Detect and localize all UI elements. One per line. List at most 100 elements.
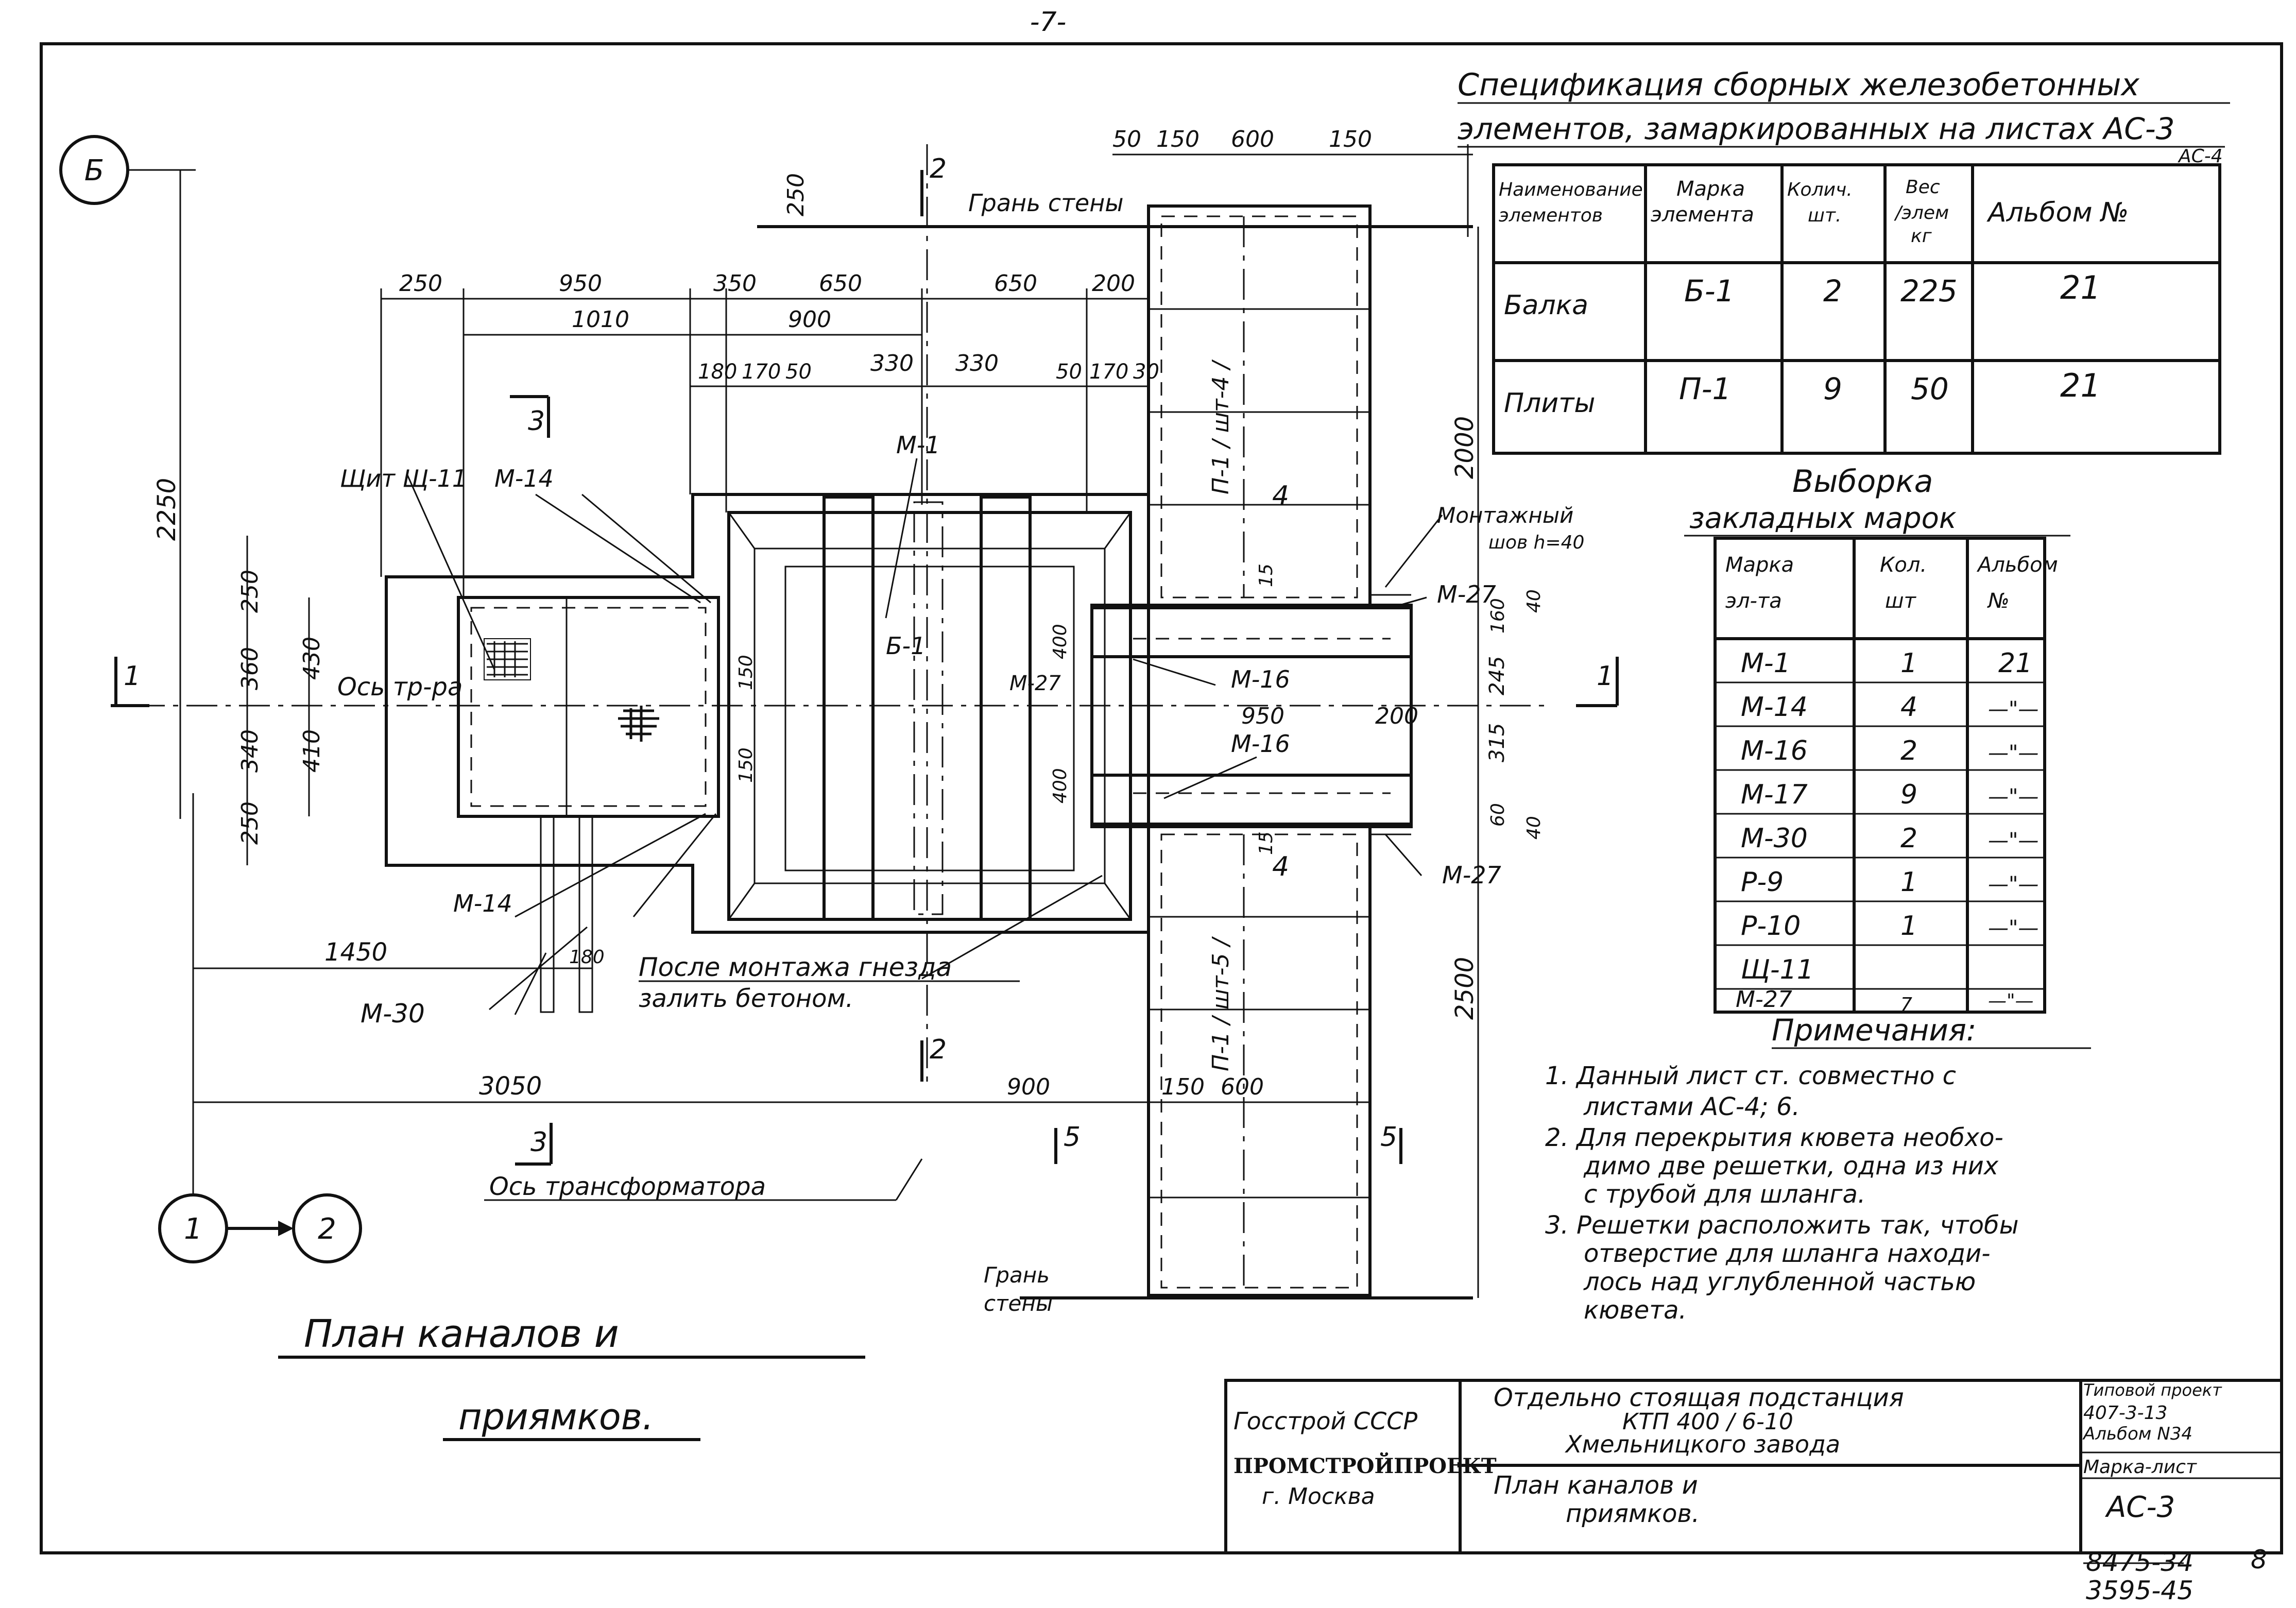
archive-stamp: 8475-34 8 3595-45 — [2083, 1545, 2267, 1605]
dim: 200 — [1375, 703, 1418, 729]
selection-cell-qty: 2 — [1900, 823, 1917, 854]
axis-1-label: 1 — [184, 1212, 202, 1246]
dim: 150 — [1329, 126, 1372, 152]
dim: 3050 — [479, 1072, 542, 1101]
sheet-code: АС-3 — [2105, 1491, 2175, 1524]
dim: 350 — [713, 270, 757, 297]
section-markers — [111, 170, 1619, 1166]
label-wall-face-top: Грань стены — [968, 189, 1124, 217]
dim: 360 — [237, 647, 263, 690]
label-section-4-top: 4 — [1272, 481, 1289, 511]
notes-line: листами АС-4; 6. — [1583, 1092, 1800, 1121]
dim: 170 — [742, 360, 781, 384]
spec-header-qty: Колич.шт. — [1787, 179, 1853, 226]
dim: 2000 — [1450, 416, 1479, 479]
selection-cell-mark: Щ-11 — [1741, 954, 1814, 985]
dim: 50 — [1056, 360, 1082, 384]
dim: 900 — [1007, 1074, 1050, 1100]
org-line2: ПРОМСТРОЙПРОЕКТ — [1233, 1452, 1497, 1478]
selection-cell-qty: 1 — [1900, 648, 1917, 679]
dim: 2250 — [152, 478, 181, 541]
spec-row-album: 21 — [2060, 367, 2101, 404]
label-mount-seam-1: Монтажный — [1437, 503, 1573, 528]
dim: 50 — [1112, 126, 1141, 152]
spec-row-qty: 9 — [1823, 371, 1842, 406]
drawing-title-line2: приямков. — [458, 1396, 654, 1438]
dim: 315 — [1485, 723, 1509, 762]
dim: 650 — [994, 270, 1037, 297]
selection-cell-qty: 1 — [1900, 911, 1917, 942]
selection-cell-album: —"— — [1988, 829, 2038, 852]
label-section-4-bottom: 4 — [1272, 851, 1289, 882]
label-m30: М-30 — [361, 999, 425, 1029]
selection-cell-qty: 4 — [1900, 692, 1917, 723]
dim: 245 — [1485, 656, 1509, 695]
label-transformer-axis-short: Ось тр-ра — [337, 673, 462, 702]
dim: 400 — [1050, 624, 1071, 659]
dim: 150 — [1161, 1074, 1205, 1100]
dim: 650 — [819, 270, 862, 297]
sheet-label: Марка-лист — [2083, 1457, 2197, 1478]
dim: 600 — [1231, 126, 1274, 152]
dim: 15 — [1256, 831, 1277, 855]
plan-geometry: Б 1 2 — [59, 135, 1619, 1299]
notes-line: 2. Для перекрытия кювета необхо- — [1545, 1123, 2003, 1152]
album-number: Альбом N34 — [2082, 1424, 2192, 1444]
selection-title-line2: закладных марок — [1689, 502, 1957, 535]
dim: 1450 — [324, 938, 387, 967]
label-after-mount-2: залить бетоном. — [639, 984, 853, 1013]
spec-row-album: 21 — [2060, 269, 2101, 306]
label-after-mount-1: После монтажа гнезда — [639, 952, 952, 982]
selection-cell-mark: Р-10 — [1741, 911, 1801, 942]
dim: 150 — [1156, 126, 1200, 152]
spec-title-line2: элементов, замаркированных на листах АС-… — [1458, 111, 2175, 146]
dim: 150 — [735, 747, 757, 783]
selection-cell-qty: 7 — [1900, 994, 1912, 1015]
label-m1: М-1 — [896, 431, 940, 459]
label-mount-seam-2: шов h=40 — [1488, 532, 1584, 553]
dim: 340 — [237, 729, 263, 773]
selection-cell-mark: М-17 — [1741, 779, 1808, 810]
label-m27-top: М-27 — [1437, 580, 1496, 608]
project-number: 407-3-13 — [2083, 1402, 2167, 1424]
label-plate-bottom: П-1 / шт-5 / — [1208, 936, 1234, 1071]
selection-cell-mark: М-27 — [1736, 986, 1792, 1013]
org-line1: Госстрой СССР — [1233, 1407, 1417, 1435]
drawing-title-line1: План каналов и — [304, 1312, 619, 1356]
label-m27-mid: М-27 — [1009, 672, 1061, 695]
selection-cell-mark: М-14 — [1741, 692, 1808, 723]
label-m27-bottom: М-27 — [1442, 861, 1501, 889]
selection-cell-album: —"— — [1988, 873, 2038, 896]
dim: 250 — [399, 270, 442, 297]
notes-line: 1. Данный лист ст. совместно с — [1545, 1062, 1956, 1090]
project-line1: Отдельно стоящая подстанция — [1494, 1383, 1904, 1412]
sheet-title-line1: План каналов и — [1494, 1471, 1698, 1500]
dim: 330 — [955, 350, 999, 377]
spec-row-name: Балка — [1504, 290, 1588, 321]
dim: 170 — [1089, 360, 1128, 384]
dim: 410 — [299, 729, 325, 773]
notes-line: с трубой для шланга. — [1584, 1180, 1865, 1209]
specification-table: Спецификация сборных железобетонных элем… — [1458, 67, 2230, 455]
dim: 60 — [1487, 803, 1509, 827]
label-m16-b: М-16 — [1231, 730, 1290, 758]
dim: 430 — [299, 637, 325, 680]
label-section-5-right: 5 — [1380, 1122, 1397, 1153]
dim: 150 — [735, 655, 757, 690]
dim: 180 — [698, 360, 737, 384]
selection-cell-album: —"— — [1988, 697, 2038, 721]
stamp-line2: 3595-45 — [2086, 1576, 2194, 1605]
label-wall-face-bottom-2: стены — [984, 1291, 1053, 1316]
dim: 1010 — [572, 306, 629, 333]
dim: 2500 — [1450, 957, 1479, 1020]
label-plate-top: П-1 / шт-4 / — [1208, 359, 1234, 494]
selection-cell-album: —"— — [1988, 916, 2038, 940]
label-section-2-bottom: 2 — [930, 1034, 947, 1065]
selection-cell-qty: 1 — [1900, 867, 1917, 898]
dim: 30 — [1133, 360, 1159, 384]
axis-b-label: Б — [84, 154, 104, 187]
label-m16-a: М-16 — [1231, 665, 1290, 693]
label-wall-face-bottom-1: Грань — [984, 1262, 1050, 1288]
